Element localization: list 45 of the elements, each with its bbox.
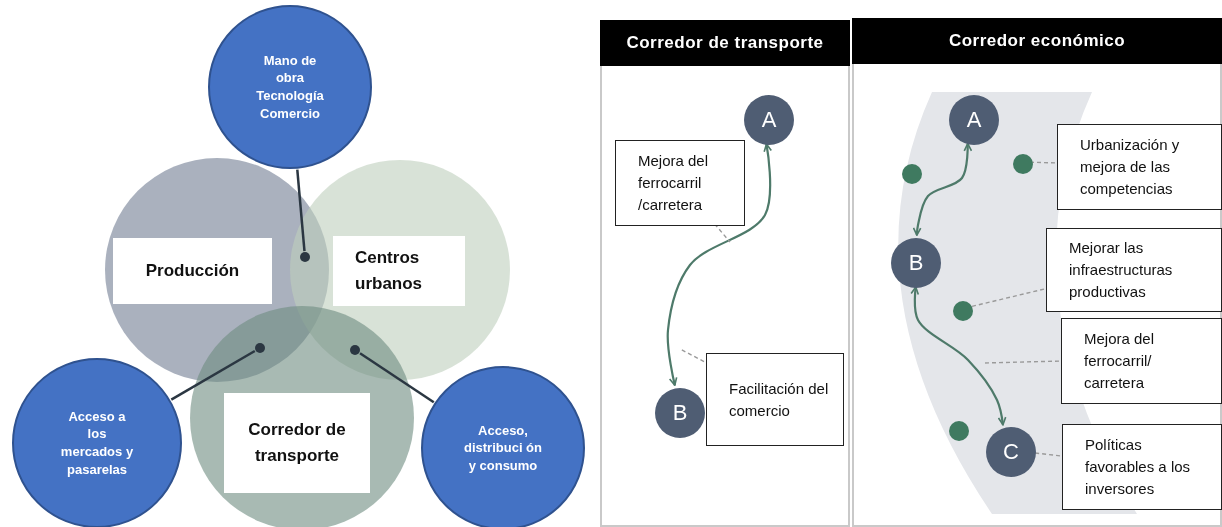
- panel-header: Corredor de transporte: [600, 20, 850, 66]
- node-letter: C: [1003, 441, 1019, 463]
- node-text: Acceso a los mercados y pasarelas: [59, 407, 135, 479]
- label-box: [1057, 124, 1222, 210]
- leader-line: [971, 288, 1045, 308]
- panel-header: Corredor económico: [852, 18, 1222, 64]
- leader-line: [359, 352, 435, 404]
- node-text: Mejora del ferrocarril/ carretera: [1084, 329, 1156, 393]
- arrow: [910, 286, 1007, 426]
- node-circle: [655, 388, 705, 438]
- arrow: [912, 142, 973, 236]
- leader-line: [984, 360, 1060, 364]
- label-box: [1062, 424, 1222, 510]
- node-letter: A: [761, 109, 777, 131]
- node-circle: [744, 95, 794, 145]
- label-box: Corredor de transporte: [224, 393, 370, 493]
- leader-line: [1031, 161, 1056, 164]
- leader-line: [713, 223, 731, 243]
- node-letter: B: [908, 252, 924, 274]
- node-text: Mejorar las infraestructuras productivas: [1069, 238, 1174, 302]
- label-box: Producción: [113, 238, 272, 304]
- node-text: Urbanización y mejora de las competencias: [1080, 135, 1181, 199]
- dot: [902, 164, 922, 184]
- leader-line: [679, 348, 705, 363]
- panel: [600, 20, 850, 527]
- panel: [852, 18, 1222, 527]
- label-box: [1061, 318, 1222, 404]
- leader-line: [296, 169, 306, 252]
- junction-dot: [350, 345, 360, 355]
- node-text: Políticas favorables a los inversores: [1085, 435, 1192, 499]
- node-text: Acceso, distribuci ón y consumo: [464, 421, 542, 475]
- node-letter: B: [672, 402, 688, 424]
- node-text: Mejora del ferrocarril /carretera: [638, 151, 710, 215]
- leader-line: [170, 349, 256, 401]
- junction-dot: [255, 343, 265, 353]
- label-box: [1046, 228, 1222, 312]
- arrow: [666, 143, 773, 386]
- label-box: Centros urbanos: [333, 236, 465, 306]
- node-letter: A: [966, 109, 982, 131]
- label-box: [706, 353, 844, 446]
- junction-dot: [300, 252, 310, 262]
- label-box: [615, 140, 745, 226]
- node-text: Mano de obra Tecnología Comercio: [255, 51, 325, 123]
- node-text: Facilitación del comercio: [729, 378, 830, 421]
- leader-line: [1034, 452, 1061, 457]
